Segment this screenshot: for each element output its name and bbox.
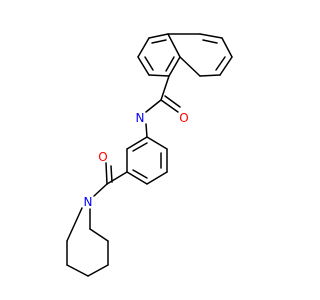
molecule-structure-diagram: O N O N (0, 0, 300, 300)
bond (221, 37, 233, 58)
bond (144, 56, 154, 71)
bond (126, 171, 148, 185)
bond (164, 95, 181, 108)
bond (106, 171, 128, 185)
bond (137, 37, 150, 58)
bond (167, 33, 181, 58)
bond (199, 74, 221, 77)
bond (132, 169, 148, 179)
bond (219, 56, 233, 76)
bond (105, 162, 108, 185)
bond (160, 75, 170, 101)
bond (148, 33, 169, 39)
bond (148, 74, 170, 77)
ketone-oxygen-label: O (98, 150, 107, 164)
amide-oxygen-label: O (179, 111, 188, 125)
bond (145, 99, 162, 113)
bond (93, 183, 108, 197)
background (0, 0, 300, 300)
bond (89, 228, 109, 242)
bond (215, 56, 226, 71)
bond-lines (66, 33, 233, 277)
bond (199, 33, 223, 39)
bond (179, 56, 201, 77)
bond (132, 142, 148, 152)
bond (202, 39, 218, 44)
bond (146, 136, 168, 150)
bond (160, 99, 179, 113)
amide-nitrogen-label: N (136, 111, 145, 125)
bond (145, 123, 148, 138)
bond (146, 171, 168, 185)
bond (126, 136, 148, 150)
bond (151, 39, 167, 44)
bond (66, 264, 89, 277)
bond (66, 207, 83, 242)
bond (168, 56, 181, 77)
bond (110, 165, 113, 183)
bond (165, 56, 175, 72)
atom-labels: O N O N (84, 111, 189, 209)
bond (137, 56, 150, 76)
bond (87, 264, 109, 277)
piperidine-nitrogen-label: N (84, 195, 93, 209)
